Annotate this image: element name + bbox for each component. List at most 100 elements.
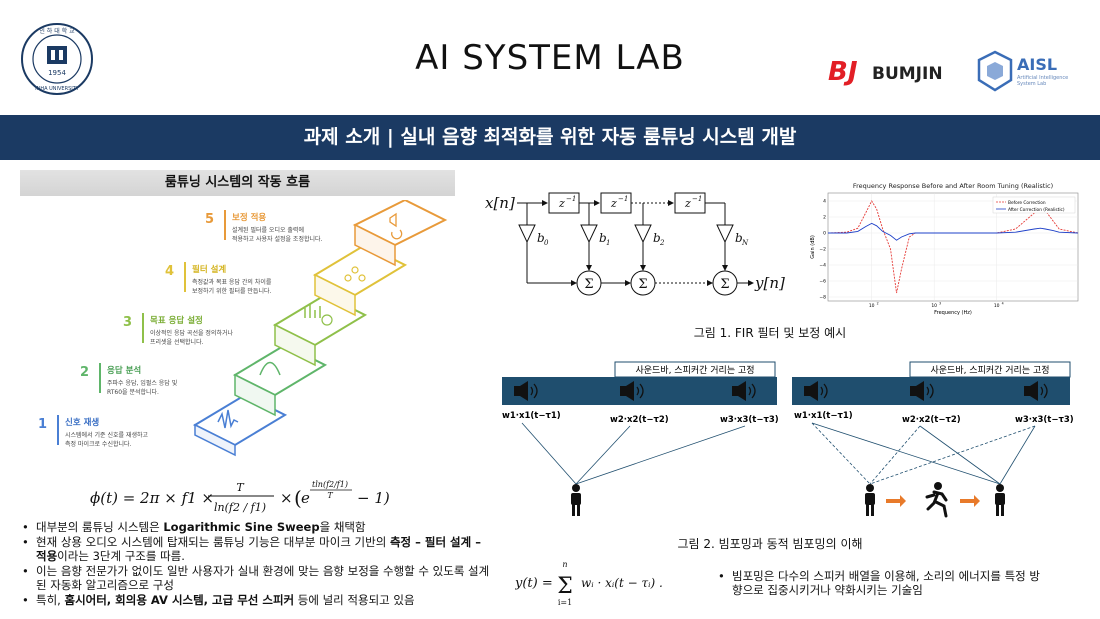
svg-text:×: ×	[280, 489, 293, 507]
seal-year: 1954	[48, 69, 66, 77]
svg-text:1: 1	[38, 417, 47, 432]
chart-legend: Before Correction After Correction (Real…	[992, 196, 1076, 214]
speaker-icon	[804, 381, 828, 401]
svg-text:z: z	[684, 197, 691, 210]
chart-title: Frequency Response Before and After Room…	[853, 182, 1053, 190]
svg-text:사운드바, 스피커간 거리는 고정: 사운드바, 스피커간 거리는 고정	[635, 365, 754, 376]
svg-text:−1: −1	[618, 195, 628, 203]
svg-text:w1·x1(t−τ1): w1·x1(t−τ1)	[794, 411, 853, 421]
legend-after: After Correction (Realistic)	[1008, 207, 1065, 213]
svg-text:INHA UNIVERSITY: INHA UNIVERSITY	[35, 86, 80, 92]
svg-text:신호 재생: 신호 재생	[65, 417, 99, 428]
svg-text:1: 1	[606, 239, 610, 247]
y-tick-label: 4	[823, 199, 826, 205]
aisl-label: AISL	[1017, 55, 1057, 74]
svg-text:ϕ(t) = 2π × f1 ×: ϕ(t) = 2π × f1 ×	[90, 489, 214, 507]
y-axis-label: Gain (dB)	[810, 235, 816, 259]
x-tick-exponent: 2	[877, 302, 879, 306]
speaker-icon	[1024, 381, 1048, 401]
inha-university-seal-icon: 1954 인 하 대 학 교 INHA UNIVERSITY	[21, 23, 93, 95]
bumjin-label: BUMJIN	[872, 64, 943, 84]
beamforming-diagram: 사운드바, 스피커간 거리는 고정 w1·x1(t−τ1) w2·x2(t−τ2…	[502, 361, 1074, 518]
svg-text:b: b	[599, 231, 607, 245]
svg-text:w3·x3(t−τ3): w3·x3(t−τ3)	[1015, 415, 1074, 425]
x-tick-label: 10	[869, 303, 875, 309]
svg-text:− 1): − 1)	[357, 489, 390, 507]
svg-text:wᵢ · xᵢ(t − τᵢ) .: wᵢ · xᵢ(t − τᵢ) .	[581, 576, 663, 590]
svg-text:Σ: Σ	[638, 277, 647, 292]
svg-text:ln(f2 / f1): ln(f2 / f1)	[214, 501, 266, 514]
svg-text:3: 3	[123, 315, 132, 330]
svg-text:z: z	[610, 197, 617, 210]
x-tick-label: 10	[931, 303, 937, 309]
running-person-icon	[925, 482, 948, 518]
step-2: 2 응답 분석 주파수 응답, 임펄스 응답 및 RT60을 분석합니다.	[80, 363, 178, 396]
svg-text:−1: −1	[692, 195, 702, 203]
speaker-icon	[732, 381, 756, 401]
overview-bullets: 대부분의 룸튜닝 시스템은 Logarithmic Sine Sweep을 채택…	[20, 520, 490, 608]
svg-text:이상적인 응답 곡선을 정의하거나: 이상적인 응답 곡선을 정의하거나	[150, 329, 233, 337]
speaker-icon	[620, 381, 644, 401]
figure-1-caption: 그림 1. FIR 필터 및 보정 예시	[693, 326, 847, 340]
legend-before: Before Correction	[1008, 200, 1046, 206]
svg-text:목표 응답 설정: 목표 응답 설정	[150, 315, 203, 326]
svg-text:b: b	[537, 231, 545, 245]
svg-text:e: e	[301, 489, 310, 507]
svg-text:T: T	[327, 491, 333, 500]
svg-text:주파수 응답, 임펄스 응답 및: 주파수 응답, 임펄스 응답 및	[107, 379, 178, 387]
beamforming-formula: y(t) = n Σ i=1 wᵢ · xᵢ(t − τᵢ) .	[515, 560, 663, 607]
svg-text:−1: −1	[566, 195, 576, 203]
listener-icon	[995, 484, 1005, 516]
y-tick-label: −4	[819, 263, 826, 269]
bullet-item: 대부분의 룸튜닝 시스템은 Logarithmic Sine Sweep을 채택…	[20, 520, 490, 534]
svg-text:w2·x2(t−τ2): w2·x2(t−τ2)	[610, 415, 669, 425]
bullet-item: 특히, 홈시어터, 회의용 AV 시스템, 고급 무선 스피커 등에 널리 적용…	[20, 593, 490, 607]
bumjin-logo: BJ BUMJIN	[828, 57, 943, 87]
static-beam-panel: 사운드바, 스피커간 거리는 고정 w1·x1(t−τ1) w2·x2(t−τ2…	[502, 361, 779, 516]
y-tick-label: −6	[819, 279, 826, 285]
svg-text:적용하고 사용자 설정을 조정합니다.: 적용하고 사용자 설정을 조정합니다.	[232, 235, 323, 243]
svg-text:z: z	[558, 197, 565, 210]
aisl-logo: AISL Artificial Intelligence System Lab	[977, 50, 1068, 92]
svg-text:w3·x3(t−τ3): w3·x3(t−τ3)	[720, 415, 779, 425]
svg-text:Artificial Intelligence: Artificial Intelligence	[1017, 75, 1068, 81]
y-tick-label: 2	[823, 215, 826, 221]
dynamic-beam-panel: 사운드바, 스피커간 거리는 고정 w1·x1(t−τ1) w2·x2(t−τ2…	[792, 361, 1074, 518]
listener-icon	[571, 484, 581, 516]
svg-text:보정 적용: 보정 적용	[232, 212, 266, 223]
step-3: 3 목표 응답 설정 이상적인 응답 곡선을 정의하거나 프리셋을 선택합니다.	[123, 313, 233, 346]
y-tick-label: −8	[819, 295, 826, 301]
y-tick-label: −2	[819, 247, 826, 253]
svg-text:i=1: i=1	[558, 598, 572, 607]
sine-sweep-formula: ϕ(t) = 2π × f1 × T ln(f2 / f1) × ( e tln…	[90, 480, 390, 514]
project-banner: 과제 소개 | 실내 음향 최적화를 위한 자동 룸튜닝 시스템 개발	[0, 115, 1100, 160]
svg-text:응답 분석: 응답 분석	[107, 365, 141, 376]
arrow-right-icon	[886, 499, 900, 503]
figure-2-caption: 그림 2. 빔포밍과 동적 빔포밍의 이해	[677, 537, 863, 551]
x-tick-label: 10	[994, 303, 1000, 309]
page-title: AI SYSTEM LAB	[415, 38, 685, 78]
svg-text:5: 5	[205, 212, 214, 227]
svg-text:Σ: Σ	[720, 277, 729, 292]
svg-text:RT60을 분석합니다.: RT60을 분석합니다.	[107, 388, 159, 396]
svg-text:b: b	[735, 231, 743, 245]
svg-text:보정하기 위한 필터를 만듭니다.: 보정하기 위한 필터를 만듭니다.	[192, 287, 271, 295]
svg-text:측정 마이크로 수신합니다.: 측정 마이크로 수신합니다.	[65, 440, 132, 448]
x-tick-exponent: 4	[1002, 302, 1004, 306]
speaker-icon	[910, 381, 934, 401]
svg-text:4: 4	[165, 264, 174, 279]
svg-text:n: n	[562, 560, 567, 569]
stair-block-5	[352, 200, 448, 267]
svg-text:System Lab: System Lab	[1017, 81, 1046, 87]
svg-text:2: 2	[659, 239, 665, 247]
staircase-diagram: 5 보정 적용 설계된 필터를 오디오 출력에 적용하고 사용자 설정을 조정합…	[38, 200, 448, 457]
svg-text:인 하 대 학 교: 인 하 대 학 교	[39, 27, 75, 35]
bullet-item: 이는 음향 전문가가 없이도 일반 사용자가 실내 환경에 맞는 음향 보정을 …	[20, 564, 490, 592]
svg-text:tln(f2/f1): tln(f2/f1)	[312, 480, 348, 489]
svg-text:T: T	[236, 481, 245, 494]
svg-text:시스템에서 기준 신호를 재생하고: 시스템에서 기준 신호를 재생하고	[65, 431, 148, 439]
svg-text:0: 0	[544, 239, 549, 247]
step-5: 5 보정 적용 설계된 필터를 오디오 출력에 적용하고 사용자 설정을 조정합…	[205, 210, 323, 243]
fir-output-label: y[n]	[754, 274, 785, 292]
svg-text:사운드바, 스피커간 거리는 고정: 사운드바, 스피커간 거리는 고정	[930, 365, 1049, 376]
